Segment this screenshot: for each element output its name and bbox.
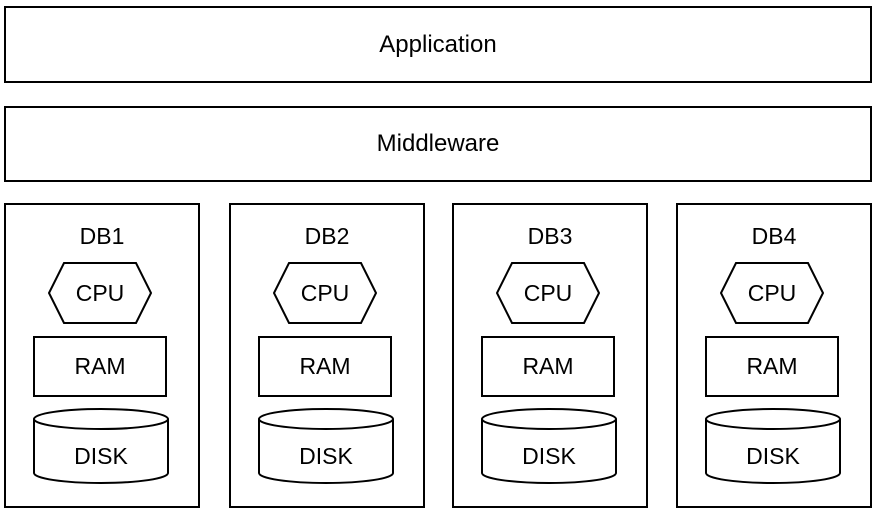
ram-box: RAM (705, 336, 839, 397)
disk-cylinder: DISK (705, 408, 841, 484)
disk-cylinder-shape (33, 408, 169, 484)
disk-cylinder-shape (258, 408, 394, 484)
disk-label: DISK (522, 442, 576, 469)
middleware-layer: Middleware (4, 106, 872, 182)
application-layer: Application (4, 6, 872, 83)
cpu-hexagon-shape (720, 262, 824, 324)
ram-label: RAM (299, 353, 351, 379)
cpu-hexagon-shape (496, 262, 600, 324)
disk-label: DISK (74, 442, 128, 469)
db-title: DB4 (751, 223, 797, 249)
middleware-label: Middleware (376, 130, 500, 157)
cpu-hexagon: CPU (48, 262, 152, 324)
cpu-label: CPU (747, 279, 797, 306)
cpu-hexagon: CPU (273, 262, 377, 324)
cpu-hexagon-shape (273, 262, 377, 324)
ram-label: RAM (746, 353, 798, 379)
ram-box: RAM (481, 336, 615, 397)
ram-label: RAM (74, 353, 126, 379)
db-title: DB2 (304, 223, 350, 249)
disk-cylinder-shape (481, 408, 617, 484)
disk-label: DISK (746, 442, 800, 469)
db-title: DB3 (527, 223, 573, 249)
disk-label: DISK (299, 442, 353, 469)
ram-box: RAM (258, 336, 392, 397)
ram-box: RAM (33, 336, 167, 397)
cpu-label: CPU (523, 279, 573, 306)
db-node-2: DB2 CPU RAM DISK (229, 203, 425, 508)
disk-cylinder: DISK (258, 408, 394, 484)
cpu-label: CPU (75, 279, 125, 306)
disk-cylinder-shape (705, 408, 841, 484)
cpu-hexagon: CPU (720, 262, 824, 324)
db-title: DB1 (79, 223, 125, 249)
ram-label: RAM (522, 353, 574, 379)
db-node-4: DB4 CPU RAM DISK (676, 203, 872, 508)
cpu-hexagon: CPU (496, 262, 600, 324)
disk-cylinder: DISK (481, 408, 617, 484)
cpu-hexagon-shape (48, 262, 152, 324)
db-node-1: DB1 CPU RAM DISK (4, 203, 200, 508)
cpu-label: CPU (300, 279, 350, 306)
disk-cylinder: DISK (33, 408, 169, 484)
db-node-3: DB3 CPU RAM DISK (452, 203, 648, 508)
application-label: Application (379, 30, 497, 58)
